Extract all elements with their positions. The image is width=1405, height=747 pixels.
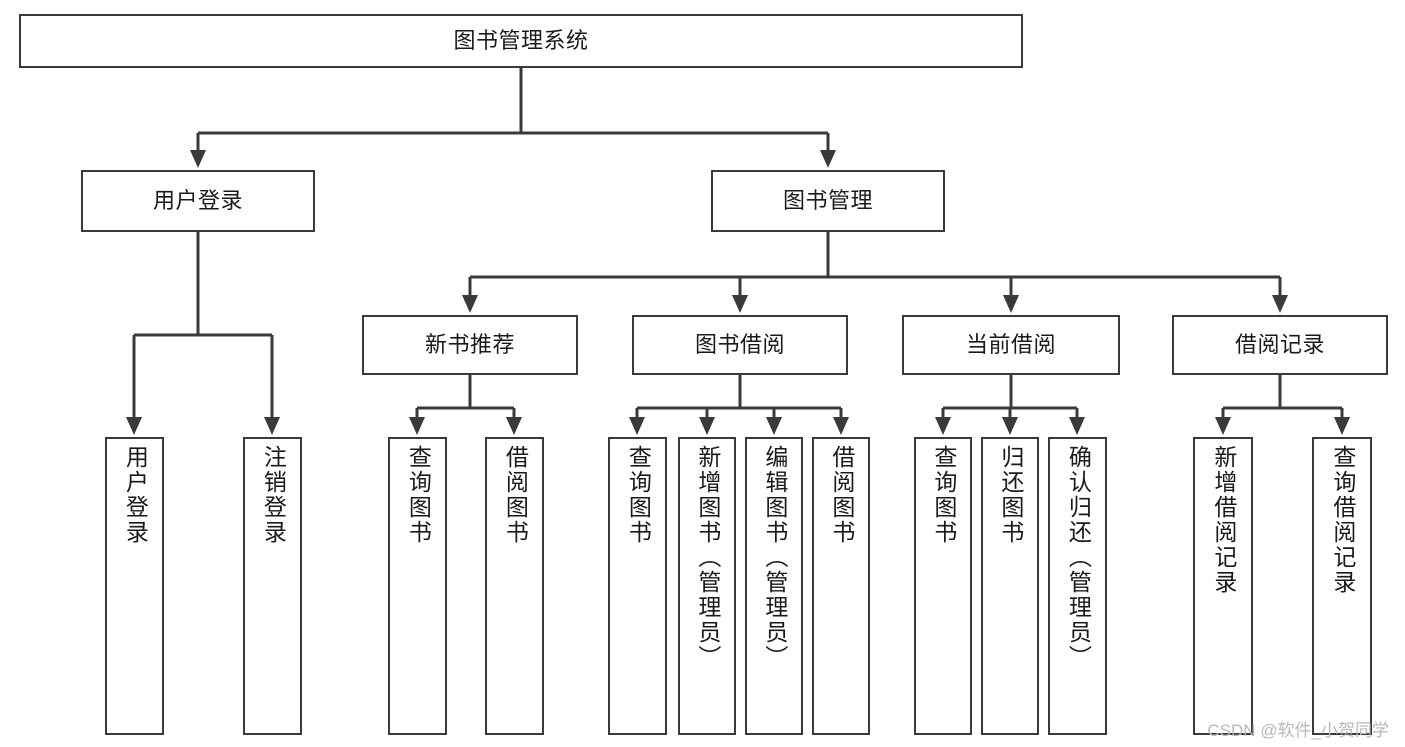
node-label: 编辑图书（管理员） (761, 445, 788, 670)
node-label: 查询图书 (405, 445, 432, 545)
node-leaf_1: 注销登录 (243, 437, 302, 735)
node-l2_2: 当前借阅 (902, 315, 1120, 375)
node-l1_0: 用户登录 (81, 170, 315, 232)
node-label: 当前借阅 (965, 331, 1056, 357)
node-leaf_0: 用户登录 (105, 437, 164, 735)
node-l2_1: 图书借阅 (632, 315, 848, 375)
node-leaf_9: 归还图书 (981, 437, 1039, 735)
node-label: 查询借阅记录 (1329, 445, 1356, 595)
node-l1_1: 图书管理 (711, 170, 945, 232)
node-label: 借阅图书 (828, 445, 855, 545)
node-label: 新书推荐 (424, 331, 515, 357)
node-label: 新增图书（管理员） (694, 445, 721, 670)
node-leaf_7: 借阅图书 (812, 437, 870, 735)
node-label: 新增借阅记录 (1210, 445, 1237, 595)
node-leaf_2: 查询图书 (388, 437, 447, 735)
node-leaf_3: 借阅图书 (485, 437, 544, 735)
node-l2_0: 新书推荐 (362, 315, 578, 375)
node-l2_3: 借阅记录 (1172, 315, 1388, 375)
node-label: 借阅图书 (502, 445, 529, 545)
node-leaf_10: 确认归还（管理员） (1048, 437, 1107, 735)
node-label: 用户登录 (152, 187, 243, 213)
node-label: 归还图书 (997, 445, 1024, 545)
node-label: 确认归还（管理员） (1065, 445, 1092, 670)
node-root: 图书管理系统 (19, 14, 1023, 68)
node-label: 用户登录 (122, 445, 149, 545)
node-label: 图书管理系统 (453, 27, 589, 53)
node-leaf_4: 查询图书 (608, 437, 667, 735)
node-leaf_11: 新增借阅记录 (1193, 437, 1253, 735)
node-label: 借阅记录 (1234, 331, 1325, 357)
node-leaf_12: 查询借阅记录 (1312, 437, 1372, 735)
node-leaf_8: 查询图书 (914, 437, 972, 735)
node-label: 图书管理 (782, 187, 873, 213)
node-label: 查询图书 (930, 445, 957, 545)
node-leaf_5: 新增图书（管理员） (678, 437, 736, 735)
node-label: 注销登录 (260, 445, 287, 545)
node-leaf_6: 编辑图书（管理员） (745, 437, 803, 735)
node-label: 查询图书 (625, 445, 652, 545)
node-label: 图书借阅 (694, 331, 785, 357)
